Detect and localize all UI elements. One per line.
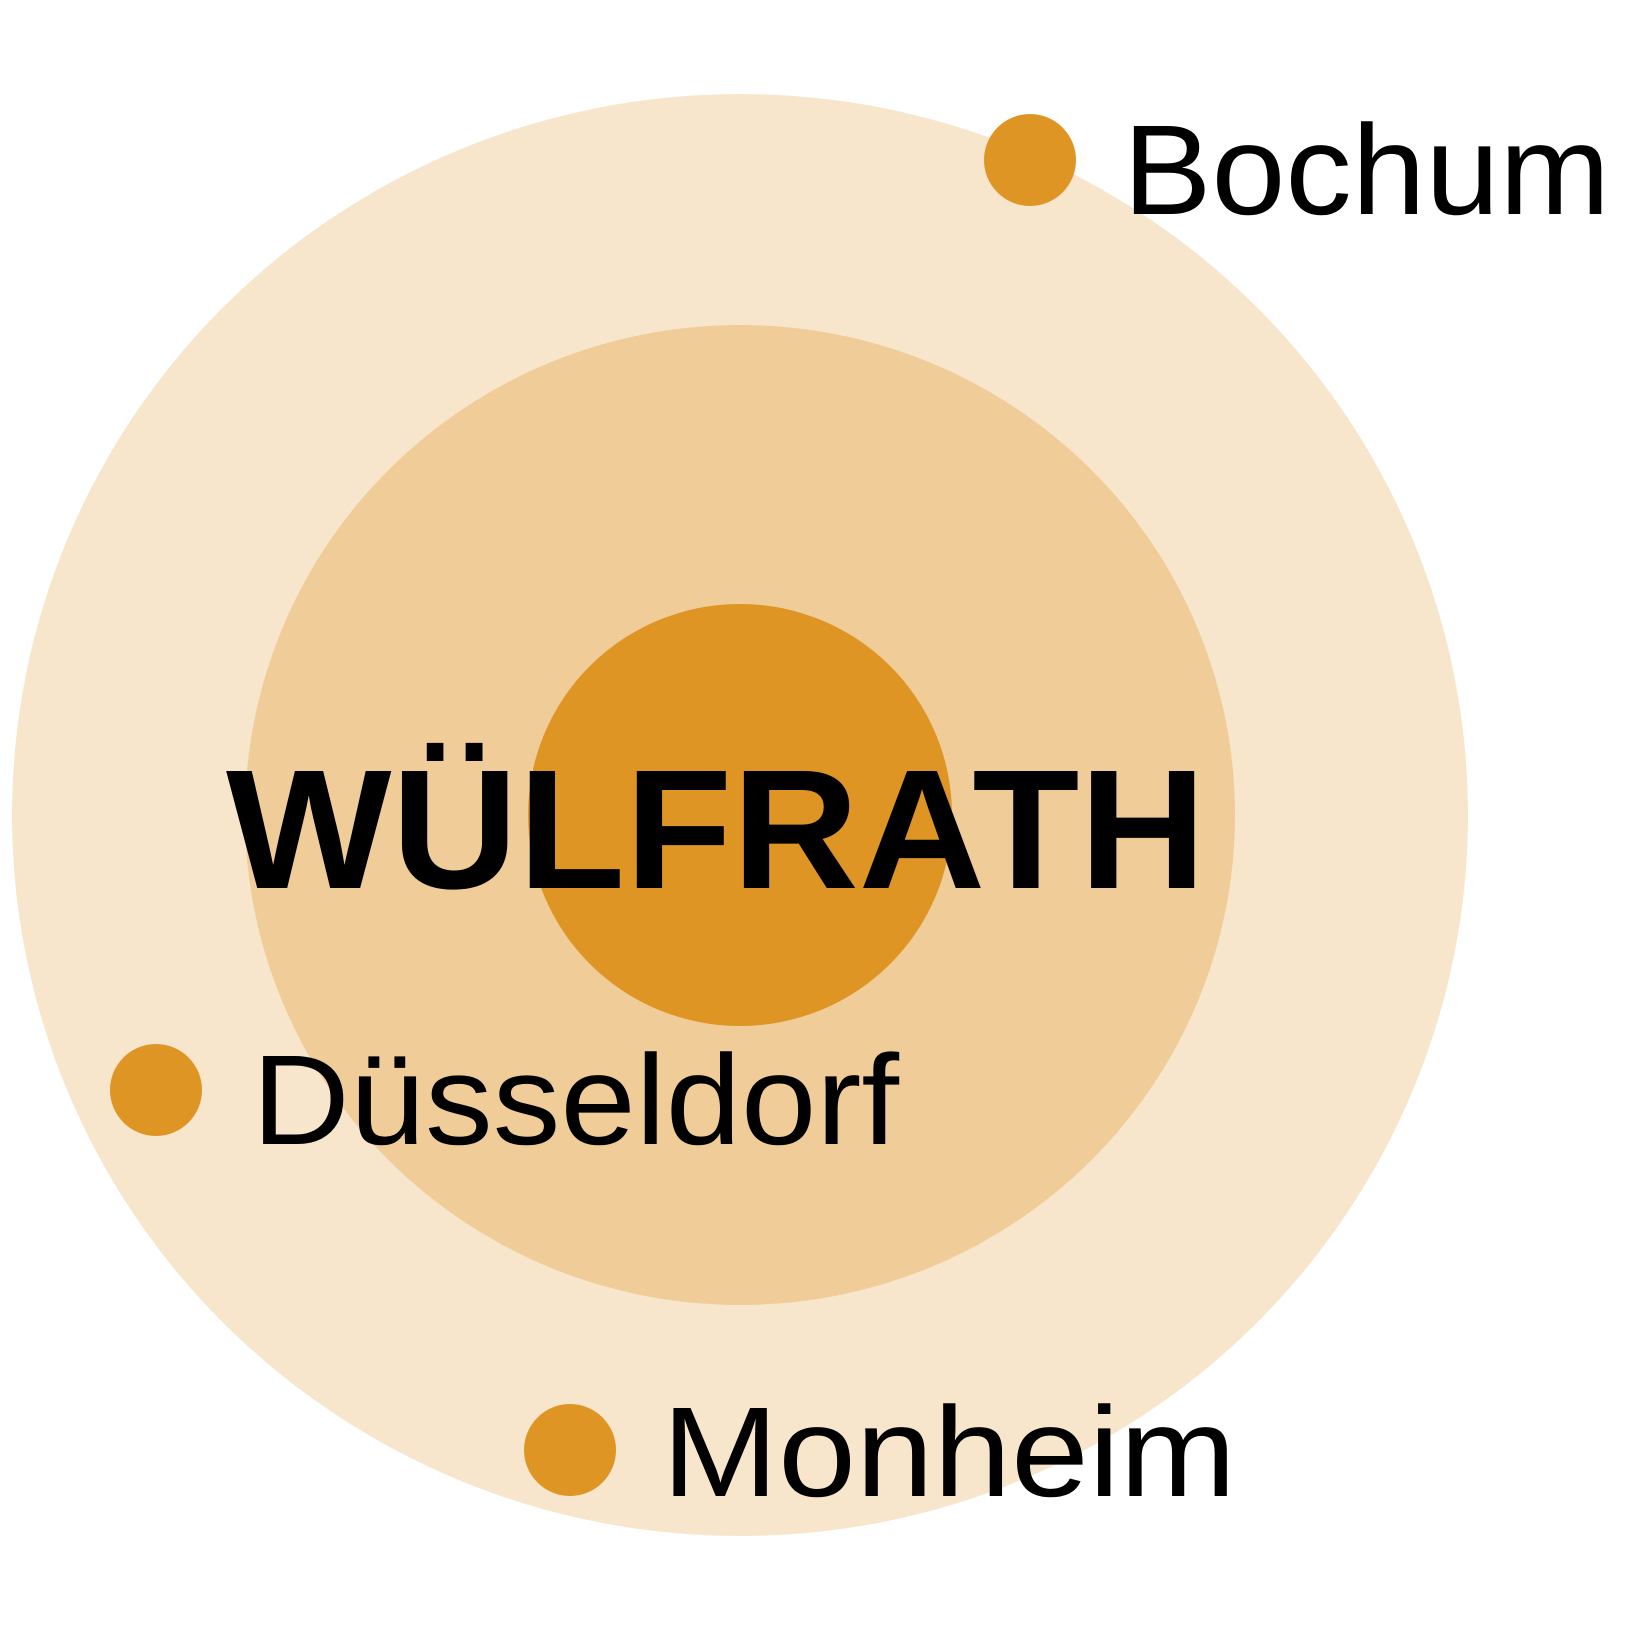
- city-dot-duesseldorf: [110, 1044, 202, 1136]
- city-label-duesseldorf: Düsseldorf: [252, 1029, 899, 1172]
- center-label-wuelfrath: WÜLFRATH: [226, 735, 1206, 925]
- city-dot-monheim: [524, 1404, 616, 1496]
- city-dot-bochum: [984, 114, 1076, 206]
- inner-circle: [528, 604, 952, 1026]
- city-label-bochum: Bochum: [1123, 99, 1610, 242]
- city-label-monheim: Monheim: [662, 1381, 1236, 1524]
